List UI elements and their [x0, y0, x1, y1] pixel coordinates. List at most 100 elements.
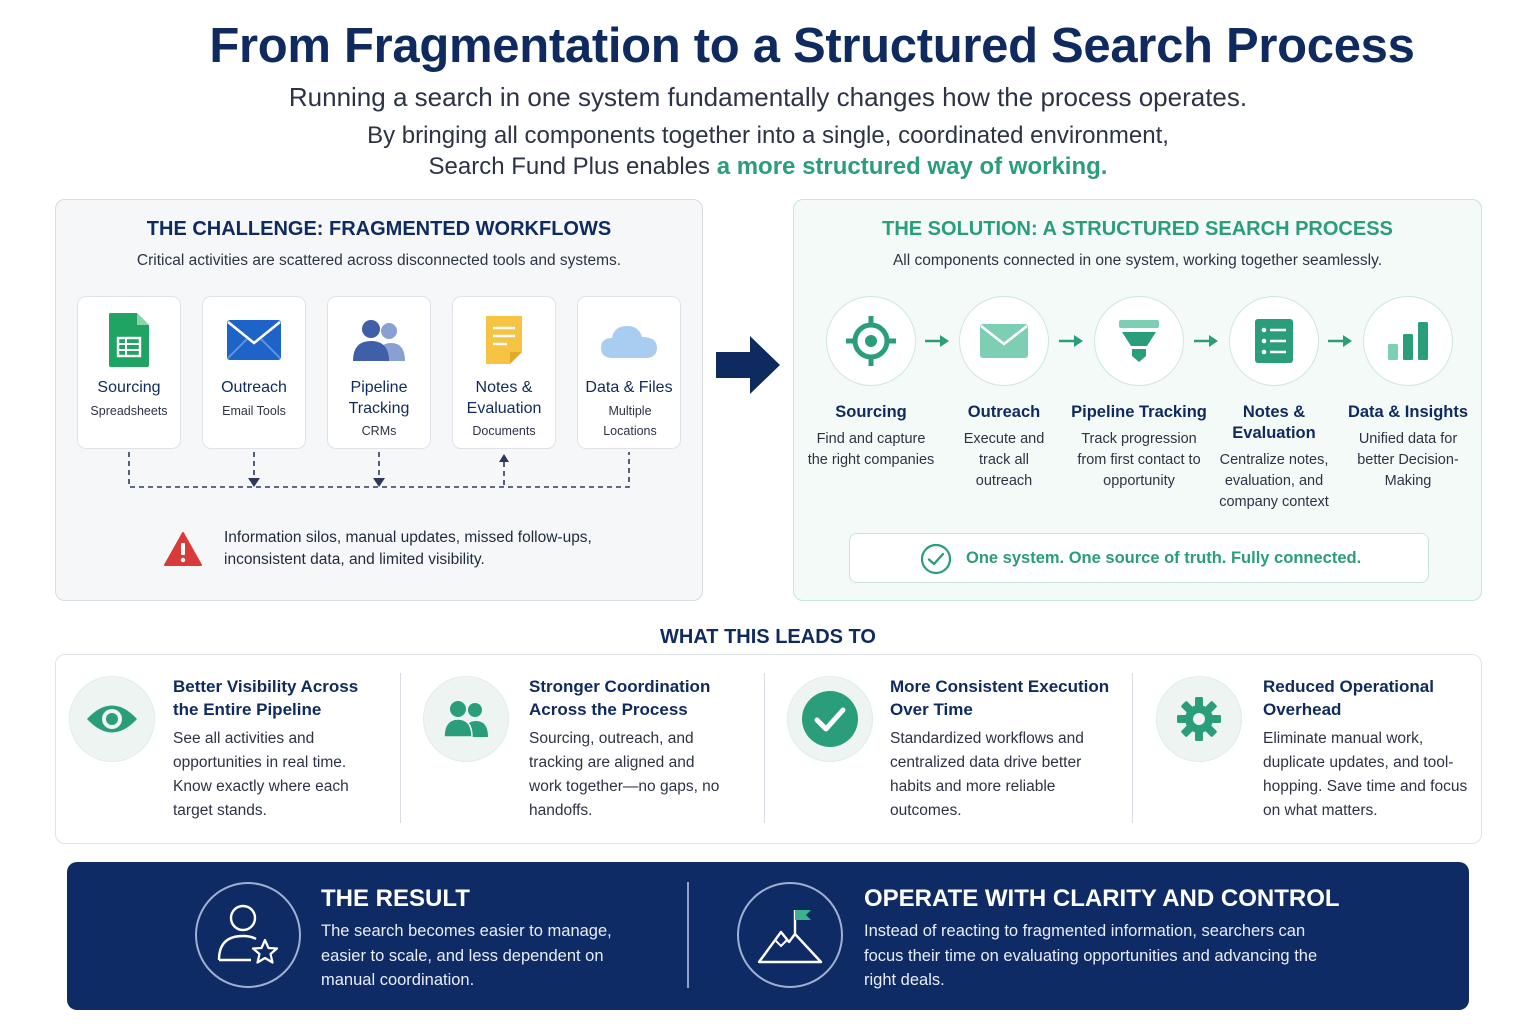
page-title: From Fragmentation to a Structured Searc…	[209, 19, 1415, 73]
tool-name: Data & Files	[585, 379, 673, 396]
tool-desc: CRMs	[361, 424, 397, 438]
tool-name: Outreach	[221, 379, 287, 396]
lead-item-visibility: Better Visibility Across the Entire Pipe…	[56, 655, 401, 845]
truth-banner: One system. One source of truth. Fully c…	[849, 533, 1429, 583]
step-desc: Centralize notes, evaluation, and compan…	[1219, 452, 1329, 510]
challenge-panel: THE CHALLENGE: FRAGMENTED WORKFLOWS Crit…	[55, 199, 703, 601]
step-name: Data & Insights	[1347, 403, 1469, 421]
step-icon-circle	[959, 296, 1049, 386]
step-data-insights: Data & Insights Unified data for better …	[1343, 296, 1473, 492]
step-desc: Execute and track all outreach	[963, 431, 1045, 489]
user-star-icon	[217, 904, 279, 964]
intro-line-2-suffix: .	[1100, 153, 1108, 180]
target-icon	[846, 316, 896, 366]
bar-chart-icon	[1388, 322, 1428, 360]
step-pipeline-tracking: Pipeline Tracking Track progression from…	[1071, 296, 1207, 492]
eye-icon	[87, 705, 137, 733]
solution-title: THE SOLUTION: A STRUCTURED SEARCH PROCES…	[882, 218, 1393, 240]
divider	[687, 882, 689, 988]
lead-desc: Eliminate manual work, duplicate updates…	[1263, 730, 1468, 819]
tool-card-pipeline-tracking: Pipeline Tracking CRMs	[327, 296, 431, 449]
tool-desc: Spreadsheets	[90, 404, 168, 418]
result-title: THE RESULT	[321, 885, 470, 912]
intro-line-2: Search Fund Plus enables a more structur…	[0, 153, 1536, 181]
tool-desc: Email Tools	[222, 404, 286, 418]
intro-line-2-prefix: Search Fund Plus enables	[428, 153, 717, 180]
arrow-right-icon	[1194, 335, 1218, 347]
solution-subtitle: All components connected in one system, …	[892, 252, 1383, 269]
leads-title: WHAT THIS LEADS TO	[660, 626, 876, 648]
clarity-title: OPERATE WITH CLARITY AND CONTROL	[864, 885, 1340, 912]
tool-desc: Multiple Locations	[603, 404, 657, 438]
step-icon-circle	[1229, 296, 1319, 386]
step-name: Pipeline Tracking	[1071, 403, 1207, 421]
people-icon	[328, 311, 430, 369]
step-icon-circle	[1094, 296, 1184, 386]
step-desc: Unified data for better Decision-Making	[1357, 431, 1459, 489]
clarity-desc: Instead of reacting to fragmented inform…	[864, 922, 1318, 989]
lead-icon-circle	[787, 676, 873, 762]
truth-text: One system. One source of truth. Fully c…	[966, 549, 1362, 567]
lead-icon-circle	[1156, 676, 1242, 762]
challenge-title: THE CHALLENGE: FRAGMENTED WORKFLOWS	[146, 218, 612, 240]
lead-item-overhead: Reduced Operational Overhead Eliminate m…	[1132, 655, 1482, 845]
lead-icon-circle	[69, 676, 155, 762]
intro-highlight: a more structured way of working	[716, 153, 1101, 180]
intro-line-1: By bringing all components together into…	[367, 122, 1169, 149]
lead-item-consistency: More Consistent Execution Over Time Stan…	[764, 655, 1132, 845]
lead-title: Better Visibility Across the Entire Pipe…	[173, 677, 359, 719]
warning-text: Information silos, manual updates, misse…	[224, 527, 644, 571]
lead-desc: Standardized workflows and centralized d…	[890, 730, 1084, 819]
tool-desc: Documents	[472, 424, 536, 438]
divider	[400, 673, 401, 823]
step-sourcing: Sourcing Find and capture the right comp…	[806, 296, 936, 471]
lead-item-coordination: Stronger Coordination Across the Process…	[401, 655, 764, 845]
warning-line-1: Information silos, manual updates, misse…	[224, 529, 592, 546]
checklist-icon	[1255, 319, 1293, 363]
dashed-connector	[128, 452, 630, 488]
arrow-right-icon	[925, 335, 949, 347]
cloud-icon	[578, 311, 680, 369]
solution-panel: THE SOLUTION: A STRUCTURED SEARCH PROCES…	[793, 199, 1482, 601]
tool-name: Sourcing	[97, 379, 161, 396]
result-banner: THE RESULT The search becomes easier to …	[67, 862, 1469, 1010]
email-icon	[203, 311, 305, 369]
step-desc: Find and capture the right companies	[807, 431, 935, 468]
arrow-right-icon	[716, 336, 780, 394]
tool-card-sourcing: Sourcing Spreadsheets	[77, 296, 181, 449]
lead-desc: See all activities and opportunities in …	[173, 730, 349, 819]
tool-card-outreach: Outreach Email Tools	[202, 296, 306, 449]
step-name: Outreach	[967, 403, 1041, 421]
spreadsheet-icon	[78, 311, 180, 369]
email-icon	[980, 324, 1028, 358]
lead-icon-circle	[423, 676, 509, 762]
tool-name: Notes & Evaluation	[466, 379, 542, 417]
lead-title: Stronger Coordination Across the Process	[529, 677, 711, 719]
lead-desc: Sourcing, outreach, and tracking are ali…	[529, 730, 720, 819]
challenge-subtitle: Critical activities are scattered across…	[136, 252, 622, 269]
arrow-right-icon	[1328, 335, 1352, 347]
step-outreach: Outreach Execute and track all outreach	[939, 296, 1069, 492]
result-desc: The search becomes easier to manage, eas…	[321, 922, 612, 989]
funnel-icon	[1119, 320, 1159, 362]
team-icon	[443, 701, 488, 738]
clarity-icon-circle	[737, 882, 843, 988]
step-icon-circle	[826, 296, 916, 386]
result-icon-circle	[195, 882, 301, 988]
gear-icon	[1177, 697, 1221, 741]
tool-card-notes-evaluation: Notes & Evaluation Documents	[452, 296, 556, 449]
warning-line-2: inconsistent data, and limited visibilit…	[224, 551, 485, 568]
tool-name: Pipeline Tracking	[348, 379, 410, 417]
lead-title: Reduced Operational Overhead	[1263, 677, 1434, 719]
divider	[1132, 673, 1133, 823]
step-notes-evaluation: Notes & Evaluation Centralize notes, eva…	[1209, 296, 1339, 513]
step-name: Notes & Evaluation	[1232, 403, 1316, 442]
arrow-right-icon	[1059, 335, 1083, 347]
leads-panel: Better Visibility Across the Entire Pipe…	[55, 654, 1482, 844]
divider	[764, 673, 765, 823]
check-circle-icon	[802, 691, 858, 747]
step-icon-circle	[1363, 296, 1453, 386]
step-desc: Track progression from first contact to …	[1077, 431, 1201, 489]
mountain-flag-icon	[757, 910, 823, 964]
step-name: Sourcing	[835, 403, 907, 421]
